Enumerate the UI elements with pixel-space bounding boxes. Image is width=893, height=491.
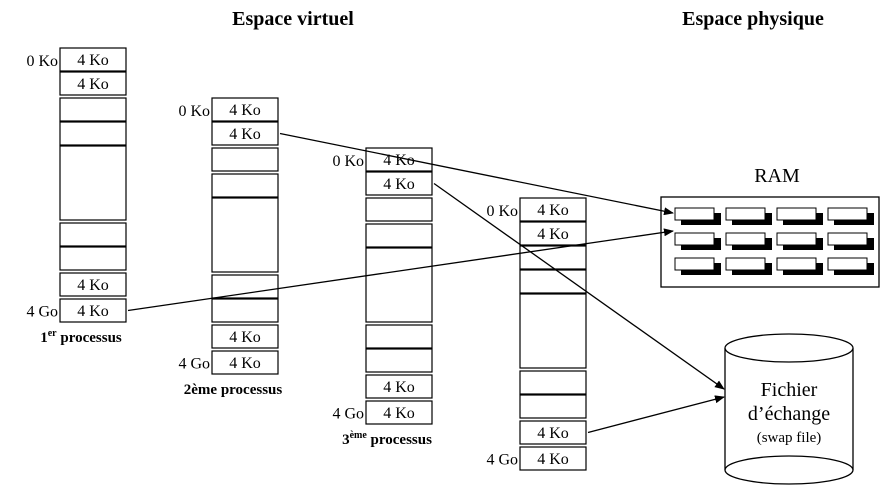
ram-cell bbox=[776, 207, 817, 221]
page-slot bbox=[365, 197, 433, 222]
ram-cell bbox=[827, 232, 868, 246]
virtual-space-title: Espace virtuel bbox=[232, 8, 354, 30]
end-address-label: 4 Go bbox=[178, 356, 210, 373]
mapping-arrow-p4-to-swap bbox=[587, 395, 725, 434]
ram-cell bbox=[725, 232, 766, 246]
swap-cylinder-bottom bbox=[724, 469, 854, 485]
process-stack-p4: 4 Ko 4 Ko 4 Ko 4 Ko 0 Ko 4 Go bbox=[486, 197, 587, 471]
ram-cell bbox=[827, 207, 868, 221]
page-slot bbox=[519, 197, 587, 222]
page-slot bbox=[519, 221, 587, 246]
page-slot bbox=[59, 71, 127, 96]
page-slot bbox=[519, 293, 587, 369]
process-stack-p3: 4 Ko 4 Ko 4 Ko 4 Ko 0 Ko 4 Go 3ème processus bbox=[332, 147, 433, 448]
process-stack-p2: 4 Ko 4 Ko 4 Ko 4 Ko 0 Ko 4 Go 2ème processus bbox=[178, 97, 283, 398]
swap-label-line3: (swap file) bbox=[757, 430, 822, 446]
page-slot bbox=[211, 350, 279, 375]
ram-cell bbox=[674, 257, 715, 271]
mapping-arrow-p1-to-ram bbox=[127, 228, 674, 312]
end-address-label: 4 Go bbox=[26, 304, 58, 321]
page-slot bbox=[211, 197, 279, 273]
process-label: 3ème processus bbox=[342, 430, 432, 448]
page-size-label: 4 Ko bbox=[77, 76, 109, 93]
page-size-label: 4 Ko bbox=[537, 451, 569, 468]
page-slot bbox=[211, 147, 279, 172]
swap-cylinder-body bbox=[724, 348, 854, 470]
page-slot bbox=[519, 420, 587, 445]
page-slot bbox=[211, 121, 279, 146]
page-size-label: 4 Ko bbox=[383, 405, 415, 422]
page-slot bbox=[59, 222, 127, 247]
page-size-label: 4 Ko bbox=[229, 102, 261, 119]
ram-cell bbox=[776, 257, 817, 271]
swap-label-line2: d’échange bbox=[748, 403, 830, 425]
mapping-arrows bbox=[127, 132, 725, 434]
start-address-label: 0 Ko bbox=[26, 53, 58, 70]
page-slot bbox=[211, 173, 279, 198]
page-slot bbox=[519, 394, 587, 419]
ram-cell bbox=[674, 232, 715, 246]
ram-cell bbox=[725, 257, 766, 271]
swap-cylinder-top bbox=[724, 333, 854, 363]
ram-cell bbox=[674, 207, 715, 221]
page-slot bbox=[519, 245, 587, 270]
page-slot bbox=[365, 400, 433, 425]
ram-cells bbox=[674, 207, 874, 275]
page-slot bbox=[365, 223, 433, 248]
ram-cell bbox=[776, 232, 817, 246]
page-size-label: 4 Ko bbox=[229, 355, 261, 372]
page-slot bbox=[59, 97, 127, 122]
page-size-label: 4 Ko bbox=[537, 425, 569, 442]
page-slot bbox=[365, 247, 433, 323]
ram-cell bbox=[827, 257, 868, 271]
page-slot bbox=[211, 324, 279, 349]
page-size-label: 4 Ko bbox=[537, 226, 569, 243]
process-stack-p1: 4 Ko 4 Ko 4 Ko 4 Ko 0 Ko 4 Go 1er processus bbox=[26, 47, 127, 346]
process-label: 2ème processus bbox=[184, 382, 283, 398]
start-address-label: 0 Ko bbox=[332, 153, 364, 170]
ram-module: RAM bbox=[660, 165, 880, 288]
page-slot bbox=[365, 348, 433, 373]
page-slot bbox=[59, 47, 127, 72]
page-slot bbox=[519, 370, 587, 395]
page-slot bbox=[211, 298, 279, 323]
page-size-label: 4 Ko bbox=[229, 126, 261, 143]
ram-label: RAM bbox=[754, 165, 800, 187]
page-slot bbox=[59, 145, 127, 221]
page-size-label: 4 Ko bbox=[77, 277, 109, 294]
start-address-label: 0 Ko bbox=[486, 203, 518, 220]
page-slot bbox=[59, 246, 127, 271]
end-address-label: 4 Go bbox=[486, 452, 518, 469]
swap-label-line1: Fichier bbox=[761, 379, 818, 401]
page-size-label: 4 Ko bbox=[77, 303, 109, 320]
page-slot bbox=[365, 374, 433, 399]
swap-cylinder-bottom-back bbox=[724, 455, 854, 471]
page-slot bbox=[59, 298, 127, 323]
mapping-arrow-p3-to-swap bbox=[433, 182, 725, 390]
ram-cell bbox=[725, 207, 766, 221]
page-slot bbox=[365, 324, 433, 349]
page-size-label: 4 Ko bbox=[383, 176, 415, 193]
start-address-label: 0 Ko bbox=[178, 103, 210, 120]
swap-file-cylinder: Fichier d’échange (swap file) bbox=[724, 333, 854, 485]
page-size-label: 4 Ko bbox=[537, 202, 569, 219]
page-slot bbox=[59, 121, 127, 146]
page-size-label: 4 Ko bbox=[383, 379, 415, 396]
page-slot bbox=[519, 269, 587, 294]
page-size-label: 4 Ko bbox=[229, 329, 261, 346]
mapping-arrow-p2-to-ram bbox=[279, 132, 674, 216]
page-slot bbox=[519, 446, 587, 471]
end-address-label: 4 Go bbox=[332, 406, 364, 423]
page-slot bbox=[365, 171, 433, 196]
page-slot bbox=[211, 97, 279, 122]
process-label: 1er processus bbox=[40, 328, 122, 346]
page-slot bbox=[211, 274, 279, 299]
page-slot bbox=[59, 272, 127, 297]
page-size-label: 4 Ko bbox=[383, 152, 415, 169]
page-size-label: 4 Ko bbox=[77, 52, 109, 69]
physical-space-title: Espace physique bbox=[682, 8, 824, 30]
